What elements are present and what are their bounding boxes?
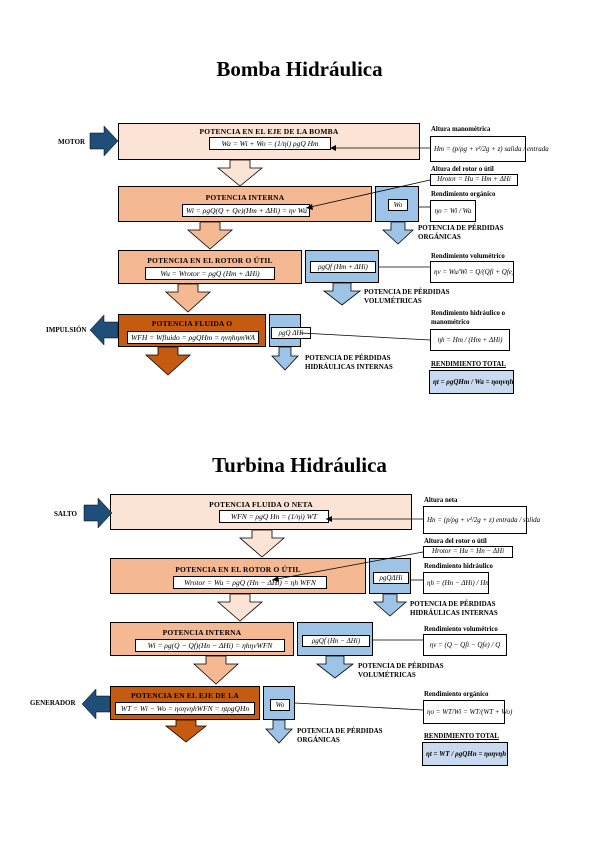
turbine-loss-arrow-3-icon <box>265 719 293 744</box>
turbine-total-label: RENDIMIENTO TOTAL <box>424 733 499 740</box>
pump-box-interna-title: POTENCIA INTERNA <box>205 193 285 202</box>
turbine-altura-rotor-eq: Hrotor = Hu = Hn − ΔHi <box>423 546 513 558</box>
pump-rend-vol-label: Rendimiento volumétrico <box>431 253 505 260</box>
turbine-flow-arrow-2-icon <box>216 593 264 622</box>
pump-loss-arrow-1-icon <box>381 221 415 245</box>
pump-rend-org-label: Rendimiento orgánico <box>431 191 496 198</box>
pump-box-fluida-title: POTENCIA FLUIDA O <box>151 319 233 328</box>
turbine-box-fluida-title: POTENCIA FLUIDA O NETA <box>209 500 313 509</box>
impulsion-arrow-icon <box>89 314 119 346</box>
pump-loss-hidraulicas-box: ρgQ ΔHi <box>269 314 311 347</box>
pump-rend-hid-label: Rendimiento hidráulico o manométrico <box>431 310 506 326</box>
motor-arrow-icon <box>89 125 119 157</box>
pump-box-eje-eq: Wa = Wi + Wo = (1/ηi) ρgQ Hm <box>209 137 331 150</box>
pump-title: Bomba Hidráulica <box>216 57 383 81</box>
pump-loss-arrow-3-icon <box>271 346 299 371</box>
pump-box-rotor: POTENCIA EN EL ROTOR O ÚTIL Wu = Wrotor … <box>118 250 302 284</box>
pump-flow-arrow-2-icon <box>186 221 234 250</box>
turbine-flow-arrow-1-icon <box>238 529 286 558</box>
pump-box-rotor-title: POTENCIA EN EL ROTOR O ÚTIL <box>147 256 273 265</box>
turbine-loss-arrow-2-icon <box>315 655 355 679</box>
turbine-rend-vol-label: Rendimiento volumétrico <box>424 626 498 633</box>
impulsion-label: IMPULSIÓN <box>46 326 87 334</box>
turbine-box-rotor-title: POTENCIA EN EL ROTOR O ÚTIL <box>175 565 301 574</box>
pump-altura-rotor-label: Altura del rotor o útil <box>431 166 494 173</box>
turbine-box-fluida: POTENCIA FLUIDA O NETA WFN = ρgQ Hn = (1… <box>110 494 412 530</box>
turbine-loss-arrow-1-icon <box>372 593 408 617</box>
turbine-loss-hidraulicas-label: POTENCIA DE PÉRDIDAS HIDRÁULICAS INTERNA… <box>410 600 498 617</box>
turbine-loss-organicas-box: Wo <box>263 686 295 720</box>
pump-altura-mano-eq: Hm = (p/ρg + v²/2g + z) salida / entrada <box>430 136 549 162</box>
motor-label: MOTOR <box>58 138 86 146</box>
turbine-rend-org-label: Rendimiento orgánico <box>424 691 489 698</box>
pump-box-fluida-eq: WFH = Wfluido = ρgQHm = ηvηhηmWA <box>127 331 259 344</box>
pump-flow-arrow-3-icon <box>164 283 212 313</box>
turbine-rend-org-eq: ηo = WT/Wi = WT/(WT + Wo) <box>423 700 512 724</box>
pump-loss-arrow-2-icon <box>322 282 362 306</box>
generador-arrow-icon <box>81 688 111 720</box>
turbine-box-fluida-eq: WFN = ρgQ Hn = (1/ηi) WT <box>219 510 329 523</box>
pump-loss-volumetricas-eq: ρgQf (Hm + ΔHi) <box>310 261 376 273</box>
pump-rend-hid-eq: ηh = Hm / (Hm + ΔHi) <box>430 329 510 351</box>
pump-box-eje: POTENCIA EN EL EJE DE LA BOMBA Wa = Wi +… <box>118 123 420 160</box>
pump-rend-vol-eq: ηv = Wu/Wi = Q/(Qfi + Qfe) <box>430 261 514 283</box>
pump-loss-organicas-eq: Wo <box>388 199 408 211</box>
turbine-total-eq: ηt = WT / ρgQHn = ηoηvηh <box>422 742 508 766</box>
pump-box-fluida: POTENCIA FLUIDA O WFH = Wfluido = ρgQHm … <box>118 314 266 347</box>
turbine-title: Turbina Hidráulica <box>212 453 387 477</box>
salto-label: SALTO <box>54 510 77 518</box>
turbine-rend-hid-label: Rendimiento hidráulico <box>424 563 493 570</box>
turbine-flow-arrow-3-icon <box>192 655 240 685</box>
turbine-altura-neta-label: Altura neta <box>424 497 458 504</box>
turbine-altura-rotor-label: Altura del rotor o útil <box>424 538 487 545</box>
pump-total-eq: ηt = ρgQHm / Wa = ηoηvηh <box>429 370 514 394</box>
pump-loss-organicas-label: POTENCIA DE PÉRDIDAS ORGÁNICAS <box>418 224 504 241</box>
turbine-box-rotor: POTENCIA EN EL ROTOR O ÚTIL Wrotor = Wu … <box>110 558 366 594</box>
turbine-box-interna: POTENCIA INTERNA Wi = ρg(Q − Qf)(Hn − ΔH… <box>110 622 294 656</box>
turbine-loss-organicas-eq: Wo <box>270 699 290 711</box>
pump-loss-organicas-box: Wo <box>375 186 419 222</box>
pump-flow-arrow-1-icon <box>216 159 264 187</box>
pump-box-interna-eq: Wi = ρgQ(Q + Qe)(Hm + ΔHi) = ηv Wa <box>182 204 310 217</box>
turbine-box-eje-eq: WT = Wi − Wo = ηoηvηhWFN = ηtρgQHn <box>115 702 255 715</box>
generador-label: GENERADOR <box>30 699 76 707</box>
pump-box-eje-title: POTENCIA EN EL EJE DE LA BOMBA <box>199 127 339 136</box>
turbine-rend-vol-eq: ηv = (Q − Qfi − Qfe) / Q <box>423 634 507 656</box>
pump-total-label: RENDIMIENTO TOTAL <box>431 361 506 368</box>
turbine-loss-volumetricas-box: ρgQf (Hn − ΔHi) <box>297 622 373 656</box>
pump-loss-volumetricas-box: ρgQf (Hm + ΔHi) <box>305 250 379 283</box>
turbine-loss-hidraulicas-box: ρgQΔHi <box>369 558 411 594</box>
turbine-flow-arrow-4-icon <box>164 719 208 743</box>
turbine-loss-volumetricas-eq: ρgQf (Hn − ΔHi) <box>302 635 370 647</box>
pump-loss-hidraulicas-label: POTENCIA DE PÉRDIDAS HIDRÁULICAS INTERNA… <box>305 354 393 371</box>
pump-rend-org-eq: ηo = Wi / Wa <box>430 200 476 222</box>
pump-box-rotor-eq: Wu = Wrotor = ρgQ (Hm + ΔHi) <box>145 267 275 280</box>
turbine-loss-hidraulicas-eq: ρgQΔHi <box>373 572 409 584</box>
pump-flow-arrow-4-icon <box>144 346 192 376</box>
turbine-altura-neta-eq: Hn = (p/ρg + v²/2g + z) entrada / salida <box>423 506 540 534</box>
salto-arrow-icon <box>83 497 113 529</box>
turbine-loss-volumetricas-label: POTENCIA DE PÉRDIDAS VOLUMÉTRICAS <box>358 662 444 679</box>
pump-loss-volumetricas-label: POTENCIA DE PÉRDIDAS VOLUMÉTRICAS <box>364 288 450 305</box>
turbine-box-interna-eq: Wi = ρg(Q − Qf)(Hn − ΔHi) = ηhηvWFN <box>135 639 285 652</box>
turbine-box-eje: POTENCIA EN EL EJE DE LA WT = Wi − Wo = … <box>110 686 260 720</box>
turbine-box-interna-title: POTENCIA INTERNA <box>162 628 242 637</box>
turbine-loss-organicas-label: POTENCIA DE PÉRDIDAS ORGÁNICAS <box>297 727 383 744</box>
pump-loss-hidraulicas-eq: ρgQ ΔHi <box>271 327 311 339</box>
pump-altura-rotor-eq: Hrotor = Hu = Hm + ΔHi <box>430 174 518 186</box>
turbine-box-eje-title: POTENCIA EN EL EJE DE LA <box>131 691 239 700</box>
turbine-rend-hid-eq: ηh = (Hn − ΔHi) / Hn <box>423 572 489 594</box>
pump-altura-mano-label: Altura manométrica <box>431 126 491 133</box>
turbine-box-rotor-eq: Wrotor = Wu = ρgQ (Hn − ΔHi) = ηh WFN <box>173 576 327 589</box>
pump-box-interna: POTENCIA INTERNA Wi = ρgQ(Q + Qe)(Hm + Δ… <box>118 186 372 222</box>
